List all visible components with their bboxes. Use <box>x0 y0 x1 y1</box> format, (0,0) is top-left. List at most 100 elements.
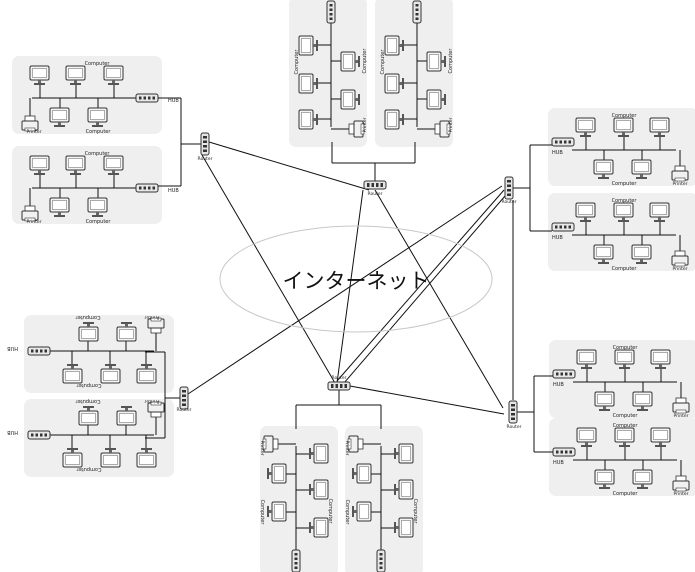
printer-icon <box>147 401 165 418</box>
lan-wires <box>573 447 682 476</box>
lan-wires <box>29 85 140 116</box>
router-icon <box>504 176 514 200</box>
computer-icon <box>267 463 287 484</box>
printer-icon <box>147 317 165 334</box>
computer-label: Computer <box>86 219 112 225</box>
internet-link <box>374 189 504 409</box>
router-icon <box>200 132 210 156</box>
printer-icon <box>672 475 690 492</box>
router-icon <box>327 381 351 391</box>
hub-icon <box>291 549 301 572</box>
computer-icon <box>87 197 108 217</box>
computer-icon <box>87 107 108 127</box>
hub-icon <box>135 93 159 103</box>
hub-icon <box>27 346 51 356</box>
router-label: Router <box>177 407 192 413</box>
printer-icon <box>262 435 279 453</box>
router-rightBot <box>508 400 518 424</box>
computer-icon <box>65 65 86 85</box>
computer-label: Computer <box>344 500 350 526</box>
internet-cloud <box>219 225 493 333</box>
lan-wires <box>318 19 349 130</box>
printer-label: Printer <box>448 117 454 132</box>
computer-icon <box>650 349 671 369</box>
computer-icon <box>49 197 70 217</box>
computer-label: Computer <box>412 499 418 525</box>
router-rightTop <box>504 176 514 200</box>
computer-icon <box>384 73 404 94</box>
computer-label: Computer <box>75 398 101 404</box>
hub-label: HUB <box>552 150 563 156</box>
computer-icon <box>594 391 615 411</box>
hub-label: HUB <box>552 235 563 241</box>
hub-icon <box>135 183 159 193</box>
router-label: Router <box>198 156 213 162</box>
printer-icon <box>672 397 690 414</box>
computer-label: Computer <box>612 266 638 272</box>
computer-icon <box>649 117 670 137</box>
router-icon <box>363 180 387 190</box>
computer-icon <box>116 406 137 426</box>
printer-label: Printer <box>27 219 42 225</box>
computer-icon <box>576 349 597 369</box>
computer-label: Computer <box>362 48 368 74</box>
hub-label: HUB <box>553 382 564 388</box>
computer-label: Computer <box>612 181 638 187</box>
computer-icon <box>593 244 614 264</box>
computer-icon <box>614 427 635 447</box>
computer-label: Computer <box>85 61 111 67</box>
computer-icon <box>384 35 404 56</box>
printer-label: Printer <box>673 266 688 272</box>
computer-icon <box>575 202 596 222</box>
computer-icon <box>103 65 124 85</box>
router-label: Router <box>368 191 383 197</box>
lan-wires <box>278 443 309 554</box>
computer-icon <box>594 469 615 489</box>
computer-icon <box>29 65 50 85</box>
hub-label: HUB <box>168 188 179 194</box>
computer-label: Computer <box>613 413 639 419</box>
internet-link <box>187 185 503 395</box>
hub-label: HUB <box>553 460 564 466</box>
computer-icon <box>298 109 318 130</box>
computer-icon <box>116 322 137 342</box>
lan-wires <box>572 222 681 251</box>
internet-link <box>208 141 370 191</box>
hub-label: HUB <box>7 429 18 435</box>
computer-icon <box>632 469 653 489</box>
router-label: Router <box>507 424 522 430</box>
printer-icon <box>348 120 365 138</box>
computer-icon <box>267 501 287 522</box>
computer-icon <box>65 155 86 175</box>
computer-icon <box>426 89 446 110</box>
computer-label: Computer <box>380 49 386 75</box>
hub-icon <box>551 137 575 147</box>
internet-link <box>201 154 336 384</box>
computer-icon <box>103 155 124 175</box>
computer-icon <box>100 448 121 468</box>
router-icon <box>179 386 189 410</box>
lan-wires <box>46 417 157 448</box>
computer-icon <box>298 73 318 94</box>
lan-wires <box>29 175 140 206</box>
computer-label: Computer <box>75 314 101 320</box>
computer-icon <box>426 51 446 72</box>
computer-icon <box>136 448 157 468</box>
computer-icon <box>575 117 596 137</box>
internet-link <box>336 189 505 382</box>
computer-icon <box>576 427 597 447</box>
printer-icon <box>434 120 451 138</box>
computer-icon <box>613 117 634 137</box>
computer-icon <box>631 244 652 264</box>
printer-label: Printer <box>673 181 688 187</box>
computer-label: Computer <box>327 499 333 525</box>
